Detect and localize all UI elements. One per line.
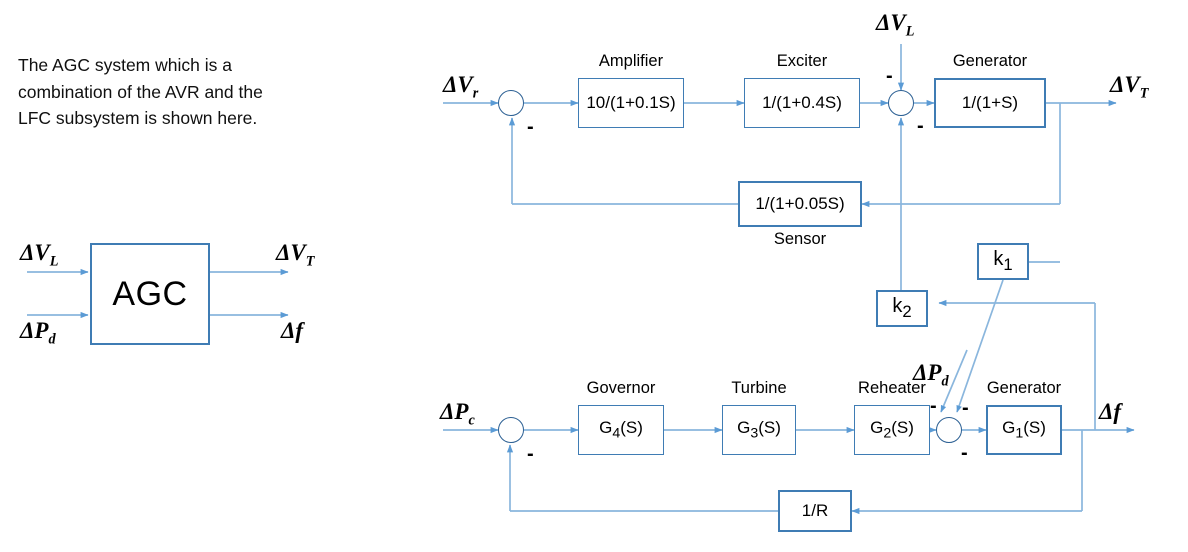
- exciter-block[interactable]: 1/(1+0.4S): [744, 78, 860, 128]
- agc-block-label: AGC: [112, 274, 188, 313]
- avr-summing-junction-2[interactable]: [888, 90, 914, 116]
- governor-block[interactable]: G4(S): [578, 405, 664, 455]
- sensor-title: Sensor: [773, 230, 827, 248]
- reheater-transfer: G2(S): [870, 418, 914, 442]
- avr-output-signal: ΔVT: [1110, 72, 1149, 102]
- governor-transfer: G4(S): [599, 418, 643, 442]
- sensor-block[interactable]: 1/(1+0.05S): [738, 181, 862, 227]
- amplifier-block[interactable]: 10/(1+0.1S): [578, 78, 684, 128]
- lfc-sum2-minus-bottom: -: [961, 442, 968, 464]
- k1-block[interactable]: k1: [977, 243, 1029, 280]
- lfc-generator-block[interactable]: G1(S): [986, 405, 1062, 455]
- avr-sum1-minus-sign: -: [527, 116, 534, 138]
- agc-input-delta-vl: ΔVL: [20, 240, 59, 270]
- k2-block[interactable]: k2: [876, 290, 928, 327]
- agc-block[interactable]: AGC: [90, 243, 210, 345]
- reheater-block[interactable]: G2(S): [854, 405, 930, 455]
- lfc-generator-title: Generator: [986, 379, 1062, 397]
- lfc-sum2-minus-left: -: [930, 395, 937, 417]
- turbine-transfer: G3(S): [737, 418, 781, 442]
- avr-disturbance-signal: ΔVL: [876, 10, 915, 40]
- avr-summing-junction-1[interactable]: [498, 90, 524, 116]
- avr-generator-block[interactable]: 1/(1+S): [934, 78, 1046, 128]
- caption-text: The AGC system which is a combination of…: [18, 55, 263, 129]
- agc-output-delta-f: Δf: [281, 318, 304, 343]
- amplifier-transfer: 10/(1+0.1S): [586, 93, 676, 112]
- turbine-title: Turbine: [731, 379, 787, 397]
- lfc-sum1-minus-sign: -: [527, 443, 534, 465]
- exciter-transfer: 1/(1+0.4S): [762, 93, 842, 112]
- amplifier-title: Amplifier: [598, 52, 664, 70]
- lfc-disturbance-signal: ΔPd: [913, 360, 949, 390]
- agc-input-delta-pd: ΔPd: [20, 318, 56, 348]
- avr-sum2-minus-top: -: [886, 65, 893, 87]
- turbine-block[interactable]: G3(S): [722, 405, 796, 455]
- lfc-sum2-minus-right: -: [962, 397, 969, 419]
- droop-transfer: 1/R: [801, 501, 829, 520]
- lfc-summing-junction-1[interactable]: [498, 417, 524, 443]
- lfc-summing-junction-2[interactable]: [936, 417, 962, 443]
- lfc-output-signal: Δf: [1099, 399, 1122, 424]
- agc-output-delta-vt: ΔVT: [276, 240, 315, 270]
- avr-input-signal: ΔVr: [443, 72, 479, 102]
- sensor-transfer: 1/(1+0.05S): [755, 194, 845, 213]
- exciter-title: Exciter: [776, 52, 828, 70]
- k1-label: k1: [993, 248, 1013, 274]
- avr-generator-title: Generator: [952, 52, 1028, 70]
- avr-generator-transfer: 1/(1+S): [961, 93, 1019, 112]
- droop-block[interactable]: 1/R: [778, 490, 852, 532]
- lfc-input-signal: ΔPc: [440, 399, 475, 429]
- k2-label: k2: [892, 295, 912, 321]
- avr-sum2-minus-bottom: -: [917, 115, 924, 137]
- lfc-generator-transfer: G1(S): [1002, 418, 1046, 442]
- governor-title: Governor: [586, 379, 656, 397]
- reheater-title: Reheater: [858, 379, 926, 397]
